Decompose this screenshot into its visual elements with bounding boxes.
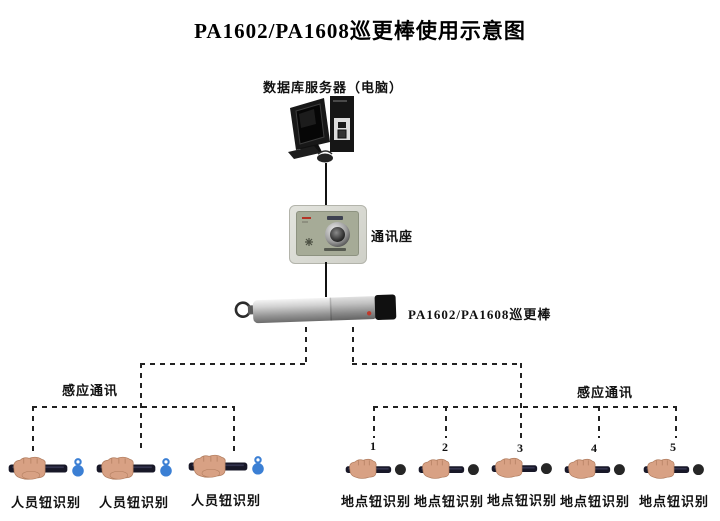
communication-dock-icon: [289, 205, 367, 264]
wand-red-dot: [366, 311, 372, 316]
connector-right-lower-h: [373, 406, 677, 408]
left-branch-label: 感应通讯: [62, 383, 119, 398]
hand-wand-icon: [418, 458, 479, 479]
hand-wand-icon: [96, 456, 172, 480]
connector-server-dock: [325, 163, 327, 206]
connector-left-upper-h: [140, 363, 306, 365]
location-button-icon: [467, 464, 479, 476]
connector-right-drop-4: [598, 406, 600, 438]
person-reader-unit: 人员钮识别: [88, 453, 180, 511]
location-reader-unit: 地点钮识别: [482, 455, 562, 509]
dock-led-mark: [302, 217, 311, 219]
dock-logo-mark: [305, 238, 313, 246]
dock-label: 通讯座: [371, 229, 414, 244]
hand-wand-icon: [8, 456, 84, 480]
patrol-wand-icon: [234, 292, 406, 333]
point-number-1: 1: [370, 439, 376, 453]
connector-wand-right-stub: [352, 327, 354, 363]
person-reader-label: 人员钮识别: [98, 495, 169, 510]
location-button-icon: [613, 464, 625, 476]
hand-wand-icon: [188, 454, 264, 478]
person-reader-unit: 人员钮识别: [0, 453, 92, 511]
location-reader-label: 地点钮识别: [340, 494, 411, 509]
connector-left-drop-1: [32, 406, 34, 452]
point-number-4: 4: [591, 441, 597, 455]
server-computer-icon: [288, 96, 362, 169]
connector-wand-left-stub: [305, 327, 307, 363]
location-reader-unit: 地点钮识别: [555, 456, 635, 510]
computer-keyboard: [288, 146, 320, 159]
person-reader-label: 人员钮识别: [190, 493, 261, 508]
location-reader-unit: 地点钮识别: [634, 456, 714, 510]
location-reader-label: 地点钮识别: [413, 494, 484, 509]
connector-right-drop-5: [675, 406, 677, 438]
location-reader-label: 地点钮识别: [638, 494, 709, 509]
person-reader-unit: 人员钮识别: [180, 451, 272, 509]
wand-black-cap: [374, 294, 397, 320]
wand-body: [252, 296, 378, 324]
location-reader-unit: 地点钮识别: [409, 456, 489, 510]
person-button-icon: [254, 456, 262, 464]
person-button-icon: [74, 458, 82, 466]
point-number-3: 3: [517, 441, 523, 455]
right-branch-label: 感应通讯: [577, 385, 634, 400]
connector-left-lower-h: [32, 406, 233, 408]
location-button-icon: [692, 464, 704, 476]
location-button-icon: [540, 463, 552, 475]
location-reader-label: 地点钮识别: [559, 494, 630, 509]
page-title: PA1602/PA1608巡更棒使用示意图: [194, 19, 526, 43]
server-label: 数据库服务器（电脑）: [263, 80, 404, 95]
point-number-2: 2: [442, 440, 448, 454]
point-number-5: 5: [670, 440, 676, 454]
location-reader-unit: 地点钮识别: [336, 456, 416, 510]
dock-socket: [325, 222, 350, 247]
connector-right-drop-2: [445, 406, 447, 438]
hand-wand-icon: [564, 458, 625, 479]
wand-label: PA1602/PA1608巡更棒: [408, 307, 552, 322]
location-button-icon: [394, 464, 406, 476]
connector-right-drop-1: [373, 406, 375, 438]
hand-wand-icon: [491, 457, 552, 478]
location-reader-label: 地点钮识别: [486, 493, 557, 508]
connector-right-mid-v: [520, 363, 522, 440]
connector-right-upper-h: [352, 363, 520, 365]
hand-wand-icon: [345, 458, 406, 479]
person-reader-label: 人员钮识别: [10, 495, 81, 510]
connector-left-drop-3: [233, 406, 235, 452]
hand-wand-icon: [643, 458, 704, 479]
person-button-icon: [162, 458, 170, 466]
dock-brand-mark: [327, 216, 343, 220]
connector-dock-wand: [325, 262, 327, 297]
computer-mouse: [317, 153, 333, 163]
